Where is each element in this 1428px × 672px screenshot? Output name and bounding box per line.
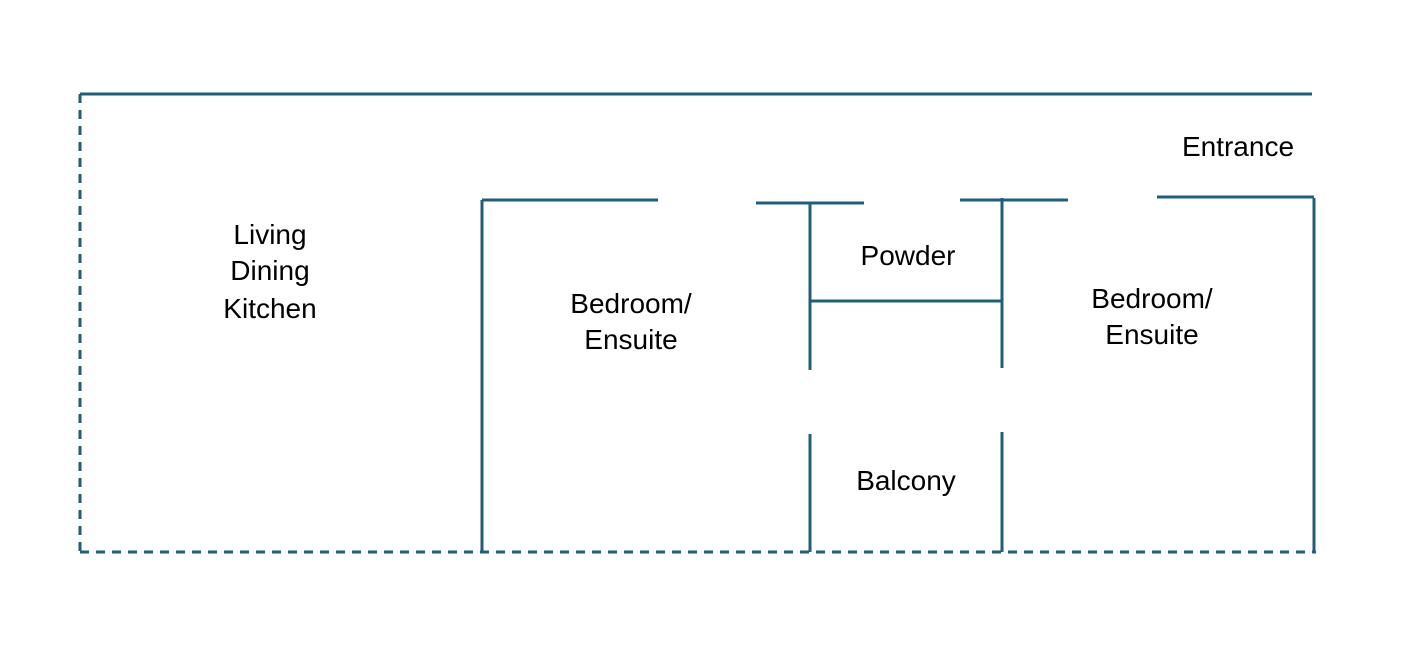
living-label-line-3: Kitchen (223, 293, 316, 324)
bedroom-right-label-line-2: Ensuite (1105, 319, 1198, 350)
living-label-line-1: Living (233, 219, 306, 250)
living-label-line-2: Dining (230, 255, 309, 286)
bedroom-right-label-line-1: Bedroom/ (1091, 283, 1213, 314)
entrance-label: Entrance (1182, 131, 1294, 162)
powder-label: Powder (861, 240, 956, 271)
bedroom-left-label-line-2: Ensuite (584, 324, 677, 355)
balcony-label: Balcony (856, 465, 956, 496)
bedroom-left-label-line-1: Bedroom/ (570, 288, 692, 319)
